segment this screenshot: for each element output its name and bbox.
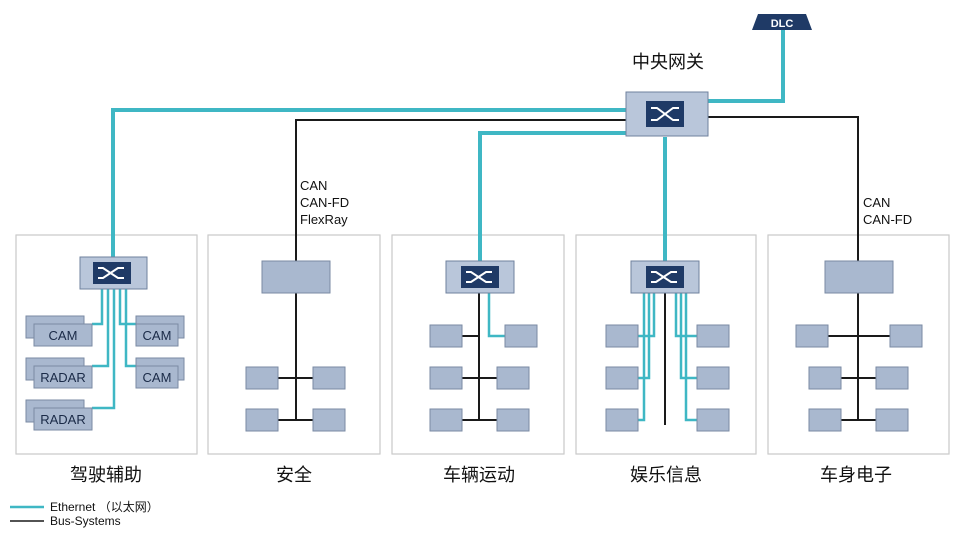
legend-ethernet-label: Ethernet （以太网） [50,499,159,514]
bus-label-flexray: FlexRay [300,212,348,227]
bus-link-safety [295,119,627,262]
bus-label-canfd: CAN-FD [300,195,349,210]
body-cluster [795,260,923,432]
device-label: CAM [143,370,172,385]
bus-link-body [707,116,859,262]
domain-label-infotainment: 娱乐信息 [630,465,702,485]
ecu-node [696,408,730,432]
cam-device [33,323,93,347]
ecu-node [808,408,842,432]
ecu-node [875,366,909,390]
chassis-cluster [429,260,538,432]
domain-label-safety: 安全 [276,465,312,485]
infotainment-cluster [605,260,730,432]
ecu-node [696,366,730,390]
ecu-node [696,324,730,348]
ecu-node [889,324,923,348]
domain-label-adas: 驾驶辅助 [70,465,142,485]
ecu-node [605,408,639,432]
ecu-node [605,324,639,348]
gateway-label: 中央网关 [632,52,704,72]
adas-cluster: CAM RADAR RADAR CAM CAM [25,256,185,431]
safety-cluster [245,260,346,432]
ecu-node [504,324,538,348]
radar-device [33,365,93,389]
ecu-node [496,408,530,432]
ecu-node [875,408,909,432]
ethernet-link-chassis [478,131,627,262]
ecu-node [808,366,842,390]
ecu-node [245,408,279,432]
ecu-node [429,366,463,390]
device-label: CAM [143,328,172,343]
ecu-node [429,408,463,432]
ecu-node [312,408,346,432]
ecu-node [429,324,463,348]
ecu-node [795,324,829,348]
device-label: RADAR [40,412,86,427]
domain-label-body: 车身电子 [820,465,892,485]
cam-device [135,365,179,389]
cam-device [135,323,179,347]
device-label: RADAR [40,370,86,385]
ethernet-link-dlc [707,28,785,103]
bus-label-canfd: CAN-FD [863,212,912,227]
ecu-node [605,366,639,390]
safety-controller [261,260,331,294]
dlc-connector [752,14,812,30]
bus-label-can: CAN [300,178,327,193]
legend: Ethernet （以太网） Bus-Systems [10,499,159,528]
radar-device [33,407,93,431]
ecu-node [496,366,530,390]
legend-bus-label: Bus-Systems [50,514,121,528]
body-controller [824,260,894,294]
ecu-node [245,366,279,390]
ecu-node [312,366,346,390]
device-label: CAM [49,328,78,343]
dlc-label: DLC [771,18,794,30]
ethernet-link-adas [111,108,627,260]
domain-label-chassis: 车辆运动 [443,465,515,485]
bus-label-can: CAN [863,195,890,210]
